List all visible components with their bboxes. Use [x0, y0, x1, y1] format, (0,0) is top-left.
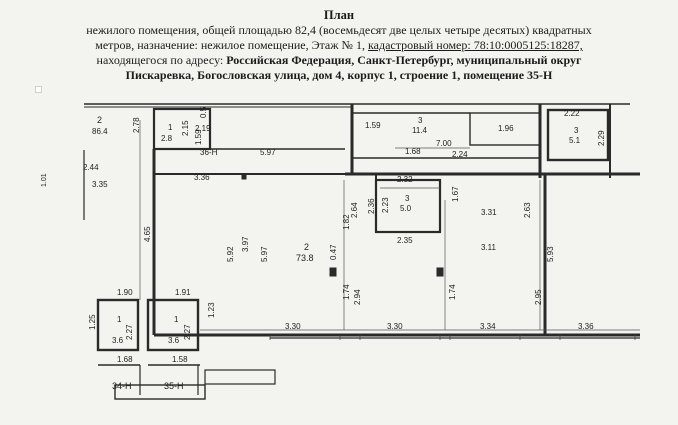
- address-line-2: Пискаревка, Богословская улица, дом 4, к…: [125, 68, 553, 82]
- dim-2-44: 2.44: [83, 163, 99, 172]
- cadastral-number: кадастровый номер: 78:10:0005125:18287,: [368, 38, 583, 52]
- dim-2-27-a: 2.27: [125, 324, 134, 340]
- dim-5-97: 5.97: [260, 148, 276, 157]
- room-3-right-number: 3: [574, 126, 579, 135]
- dim-2-24: 2.24: [452, 150, 468, 159]
- dim-2-36: 2.36: [367, 198, 376, 214]
- dim-1-96: 1.96: [498, 124, 514, 133]
- room-labels: 2 86.4 1 2.8 36-Н 3 11.4 3 5.1 3 5.0 2 7…: [92, 115, 581, 391]
- room-1-closet-area: 2.8: [161, 134, 173, 143]
- dim-1-59: 1.59: [194, 129, 203, 145]
- dim-5-92: 5.92: [226, 246, 235, 262]
- dim-1-74-b: 1.74: [448, 284, 457, 300]
- address-prefix: находящегося по адресу:: [96, 53, 227, 67]
- dimension-values: 2.19 5.97 1.59 1.96 7.00 1.68 2.24 2.22 …: [83, 109, 594, 364]
- dim-3-36-bottom: 3.36: [578, 322, 594, 331]
- room-3-right-area: 5.1: [569, 136, 581, 145]
- dim-2-64: 2.64: [350, 202, 359, 218]
- dim-5-93: 5.93: [546, 246, 555, 262]
- dim-3-30-b: 3.30: [387, 322, 403, 331]
- description-line-3: находящегося по адресу: Российская Федер…: [0, 53, 678, 68]
- dim-1-82: 1.82: [342, 214, 351, 230]
- dim-1-25: 1.25: [88, 314, 97, 330]
- dim-2-23: 2.23: [381, 197, 390, 213]
- dim-1-67: 1.67: [451, 186, 460, 202]
- room-34n-label: 34-Н: [112, 381, 132, 391]
- description-line-2: метров, назначение: нежилое помещение, Э…: [0, 38, 678, 53]
- room-1-bottom-left-area: 3.6: [112, 336, 124, 345]
- dim-3-34: 3.34: [480, 322, 496, 331]
- dim-4-65: 4.65: [143, 226, 152, 242]
- dim-3-97: 3.97: [241, 236, 250, 252]
- dim-0-47: 0.47: [329, 244, 338, 260]
- room-2-left-area: 86.4: [92, 127, 108, 136]
- windows: [269, 335, 636, 340]
- page-marker: [35, 86, 42, 93]
- room-1-bottom-right-area: 3.6: [168, 336, 180, 345]
- dim-0-5: 0.5: [199, 106, 208, 118]
- plan-walls: [83, 103, 640, 400]
- description-line-2-text: метров, назначение: нежилое помещение, Э…: [95, 38, 368, 52]
- dim-2-19: 2.19: [195, 124, 211, 133]
- dim-2-95: 2.95: [534, 289, 543, 305]
- room-3-mid-area: 5.0: [400, 204, 412, 213]
- room-3-top-number: 3: [418, 116, 423, 125]
- dim-1-01: 1.01: [41, 173, 48, 187]
- address-line-1: Российская Федерация, Санкт-Петербург, м…: [226, 53, 582, 67]
- dim-3-36: 3.36: [194, 173, 210, 182]
- dim-2-63: 2.63: [523, 202, 532, 218]
- description-line-1: нежилого помещения, общей площадью 82,4 …: [86, 23, 592, 37]
- room-1-bottom-left-number: 1: [117, 315, 122, 324]
- room-1-closet-number: 1: [168, 123, 173, 132]
- dimension-values-vertical: 2.78 2.15 1.59 0.5 2.29 1.01 2.64 2.36 2…: [41, 106, 606, 340]
- dim-1-74-a: 1.74: [342, 284, 351, 300]
- dim-7-00: 7.00: [436, 139, 452, 148]
- room-3-top-area: 11.4: [412, 126, 428, 135]
- dim-1-68-bottom: 1.68: [117, 355, 133, 364]
- dim-2-35: 2.35: [397, 236, 413, 245]
- room-1-bottom-right-number: 1: [174, 315, 179, 324]
- dim-1-58: 1.58: [172, 355, 188, 364]
- dim-1-90: 1.90: [117, 288, 133, 297]
- dim-2-27-b: 2.27: [183, 324, 192, 340]
- room-3-mid-number: 3: [405, 194, 410, 203]
- dim-2-22: 2.22: [564, 109, 580, 118]
- room-2-main-area: 73.8: [296, 253, 314, 263]
- room-35n-label: 35-Н: [164, 381, 184, 391]
- dim-2-32: 2.32: [397, 175, 413, 184]
- dim-3-11: 3.11: [481, 243, 497, 252]
- dim-3-35: 3.35: [92, 180, 108, 189]
- dimension-lines: [139, 120, 640, 331]
- dim-5-97-vertical: 5.97: [260, 246, 269, 262]
- dim-1-91: 1.91: [175, 288, 191, 297]
- dim-2-94: 2.94: [353, 289, 362, 305]
- dim-1-68: 1.68: [405, 147, 421, 156]
- dim-3-30-a: 3.30: [285, 322, 301, 331]
- dim-2-29: 2.29: [597, 130, 606, 146]
- document-header: План нежилого помещения, общей площадью …: [0, 8, 678, 83]
- room-2-main-number: 2: [304, 242, 309, 252]
- dim-1-23: 1.23: [207, 302, 216, 318]
- dim-3-31: 3.31: [481, 208, 497, 217]
- room-2-left-number: 2: [97, 115, 102, 125]
- document-title: План: [323, 8, 355, 22]
- dim-1-59-top: 1.59: [365, 121, 381, 130]
- dim-2-78: 2.78: [132, 117, 141, 133]
- room-36n-label: 36-Н: [200, 148, 218, 157]
- dim-2-15: 2.15: [181, 120, 190, 136]
